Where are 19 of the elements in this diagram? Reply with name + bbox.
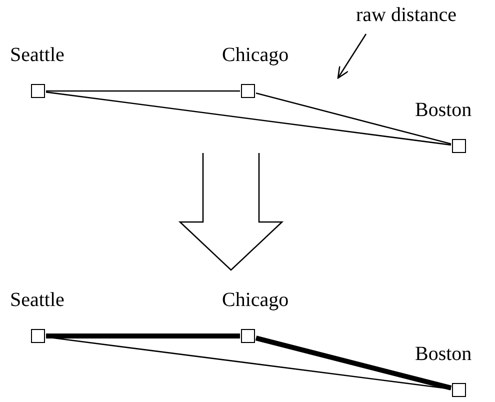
city-node-square bbox=[241, 329, 255, 343]
city-node-square bbox=[452, 383, 466, 397]
city-node-square bbox=[31, 329, 45, 343]
city-label: Seattle bbox=[10, 289, 64, 311]
city-label: Seattle bbox=[10, 44, 64, 66]
annotation-text: raw distance bbox=[356, 4, 457, 26]
city-label: Boston bbox=[415, 99, 472, 121]
leader-arrow bbox=[337, 34, 367, 79]
thick-edge-line bbox=[46, 334, 240, 338]
edge-line bbox=[46, 90, 240, 92]
city-label: Boston bbox=[415, 343, 472, 365]
edge-line bbox=[256, 92, 452, 145]
city-label: Chicago bbox=[222, 289, 289, 311]
thick-edge-line bbox=[255, 336, 452, 390]
edge-line bbox=[46, 91, 452, 146]
city-label: Chicago bbox=[222, 44, 289, 66]
city-node-square bbox=[31, 84, 45, 98]
city-node-square bbox=[452, 139, 466, 153]
city-node-square bbox=[241, 84, 255, 98]
